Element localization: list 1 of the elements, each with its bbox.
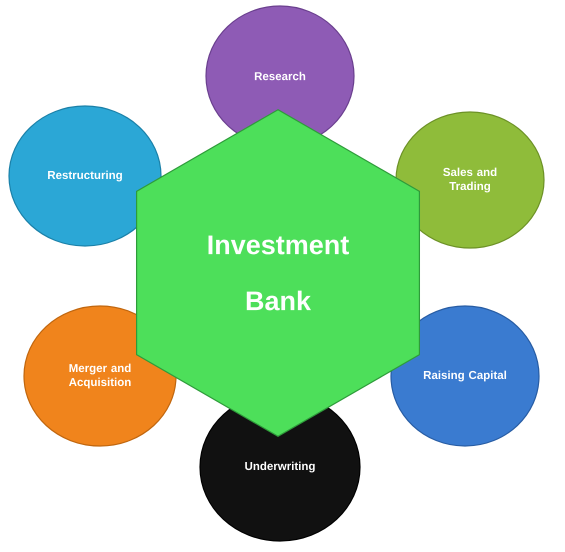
center-hexagon: Investment Bank	[136, 109, 420, 437]
